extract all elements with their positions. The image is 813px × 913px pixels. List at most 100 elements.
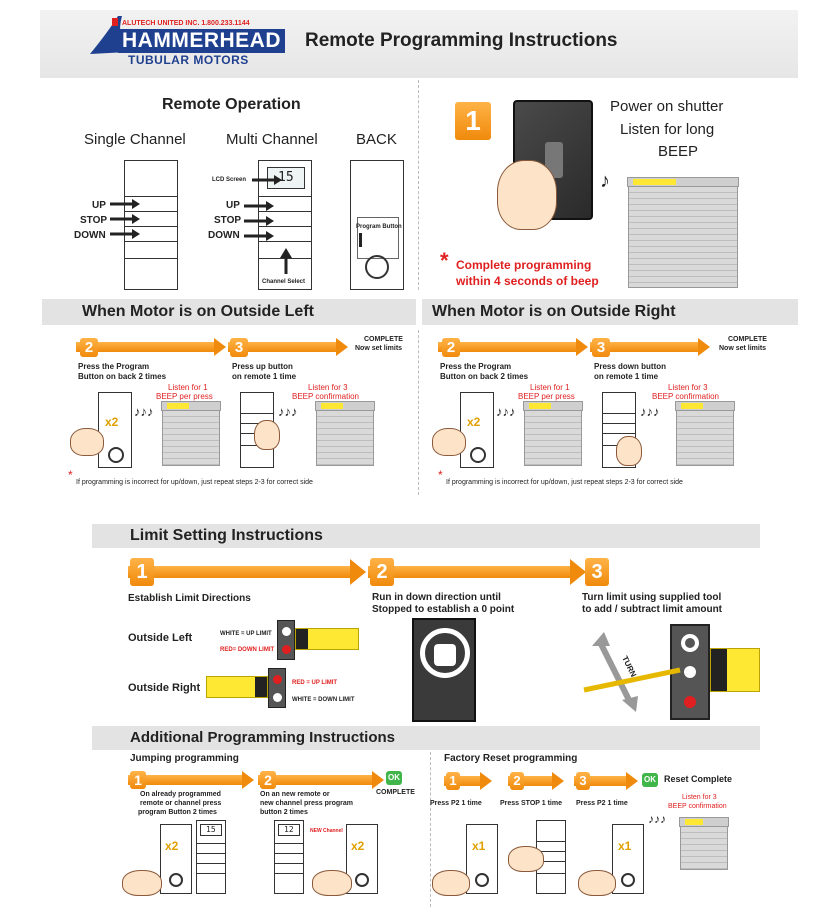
fr-step-2-badge: 2 [510,772,524,790]
ls-right-white: WHITE = DOWN LIMIT [292,697,355,703]
jp-lcd-b: 12 [284,825,294,834]
ol-hand-icon-2 [254,420,280,450]
ol-arrow-1 [76,338,226,356]
hand-icon [497,160,557,230]
fr-step-3-badge: 3 [576,772,590,790]
fr-arrow-3 [574,772,638,790]
jp-step1-line1: On already programmed [140,791,221,798]
stop-label-2: STOP [214,215,242,226]
single-channel-remote [124,160,178,290]
ol-notes-icon-1: ♪♪♪ [134,404,154,419]
warning-line-1: Complete programming [456,258,592,272]
jp-lcd-a: 15 [206,825,216,834]
or-listen1-1: Listen for 1 [530,383,570,392]
additional-band [92,726,760,750]
or-listen3-2: BEEP confirmation [652,392,719,401]
or-step3-line2: on remote 1 time [594,372,659,381]
pointer-arrows-icon [110,199,140,239]
divider-vertical-2 [418,330,419,495]
brand-main: HAMMERHEAD [118,29,285,53]
ls-left-white: WHITE = UP LIMIT [220,631,272,637]
up-arrow-icon [280,248,292,274]
ls-step-1-badge: 1 [130,558,154,586]
fr-x1-b: x1 [618,839,632,853]
jp-step1-line3: program Button 2 times [138,809,217,816]
up-label-2: UP [226,200,240,211]
remote-operation-title: Remote Operation [162,96,301,113]
divider-vertical-3 [430,752,431,907]
ol-step2-line2: Button on back 2 times [78,372,167,381]
ol-listen3-1: Listen for 3 [308,383,348,392]
ls-motor-head-right [268,668,286,708]
ls-right-red: RED = UP LIMIT [292,680,338,686]
jp-step2-line2: new channel press program [260,800,353,807]
ls-arrow-2 [368,559,586,585]
ol-listen1-1: Listen for 1 [168,383,208,392]
outside-right-band [422,299,798,325]
jp-step2-line1: On an new remote or [260,791,330,798]
or-note: If programming is incorrect for up/down,… [446,479,683,486]
ls-tube-tool [710,648,760,692]
power-line-3: BEEP [658,143,699,160]
back-label: BACK [356,131,397,148]
ol-step-2-badge: 2 [80,338,98,357]
or-asterisk-icon: * [438,468,443,482]
turn-tool-icon [583,632,681,712]
down-label: DOWN [74,230,106,241]
fr-arrow-1 [444,772,492,790]
fr-step1: Press P2 1 time [430,800,482,807]
jp-x2-a: x2 [165,839,179,853]
or-step3-line1: Press down button [594,362,666,371]
divider-vertical [418,80,419,290]
limit-band [92,524,760,548]
music-note-icon: ♪ [600,170,610,192]
additional-title: Additional Programming Instructions [130,729,396,746]
fr-listen3-2: BEEP confirmation [668,803,727,810]
or-shutter-icon-2 [675,401,735,466]
outside-right-title: When Motor is on Outside Right [432,303,676,320]
limit-title: Limit Setting Instructions [130,527,323,544]
ol-complete-1: COMPLETE [364,336,403,343]
fr-hand-icon-1 [432,870,470,896]
jp-step-1-badge: 1 [130,771,146,789]
fr-x1-a: x1 [472,839,486,853]
fr-step-1-badge: 1 [446,772,460,790]
fr-listen3-1: Listen for 3 [682,794,717,801]
power-line-1: Power on shutter [610,98,724,115]
or-complete-2: Now set limits [719,345,767,352]
ls-step3-line2: to add / subtract limit amount [582,604,723,615]
jp-back-remote-1: x2 [160,824,192,894]
or-step2-line2: Button on back 2 times [440,372,529,381]
ol-x2: x2 [105,415,119,429]
outside-left-band [42,299,416,325]
jp-arrow-2 [258,771,384,789]
or-step-2-badge: 2 [442,338,460,357]
up-label: UP [92,200,106,211]
jp-step-2-badge: 2 [260,771,276,789]
step-1-badge: 1 [455,102,491,140]
brand-logo: ALUTECH UNITED INC. 1.800.233.1144 HAMME… [88,12,298,67]
or-shutter-icon-1 [523,401,583,466]
ol-back-remote: x2 [98,392,132,468]
fr-arrow-2 [508,772,564,790]
asterisk-icon: * [440,248,449,273]
or-step-3-badge: 3 [592,338,610,357]
single-channel-label: Single Channel [84,131,186,148]
jp-hand-icon-2 [312,870,352,896]
fr-hand-icon-3 [578,870,616,896]
jp-front-remote-2: 12 [274,820,304,894]
jumping-title: Jumping programming [130,753,239,764]
ol-shutter-icon-2 [315,401,375,466]
jp-step1-line2: remote or channel press [140,800,222,807]
fr-step3: Press P2 1 time [576,800,628,807]
or-notes-icon-1: ♪♪♪ [496,404,516,419]
stop-label: STOP [80,215,108,226]
ls-step2-line1: Run in down direction until [372,592,501,603]
pointer-arrows-icon-2 [244,175,282,241]
jp-front-remote-1: 15 [196,820,226,894]
ls-step2-line2: Stopped to establish a 0 point [372,604,515,615]
program-button-label: Program Button [356,224,402,230]
power-line-2: Listen for long [620,121,715,138]
factory-title: Factory Reset programming [444,753,578,764]
ol-hand-icon-1 [70,428,104,456]
